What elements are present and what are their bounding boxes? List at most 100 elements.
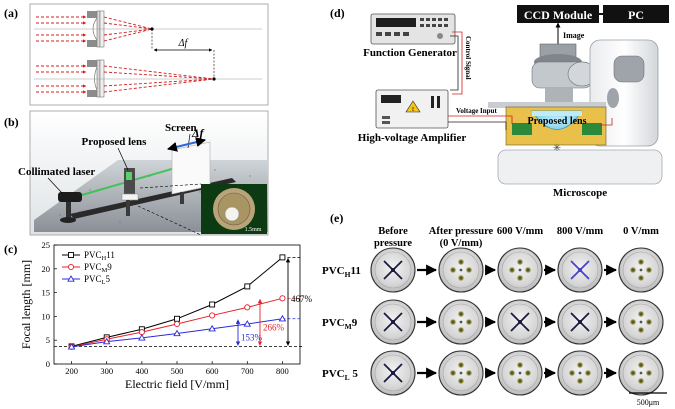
voltage-input-label: Voltage Input [456,107,497,115]
ccd-module-label: CCD Module [524,8,593,22]
focal-spot [449,369,457,377]
column-header: 600 V/mm [497,226,543,237]
data-point [174,315,180,322]
data-point [244,283,251,290]
focal-spot [465,318,473,326]
y-axis-label: Focal length [mm] [19,260,33,349]
data-point [209,312,216,319]
focal-spot [629,266,637,274]
delta-f-label-b: Δf [191,126,205,140]
focal-spot [449,266,457,274]
pc-box [603,5,669,23]
lens-label-b: Proposed lens [82,136,148,148]
focal-spot [629,369,637,377]
lens-bottom [87,59,105,98]
data-point [244,304,251,311]
screen-label: Screen [165,122,197,134]
data-point [279,254,286,261]
lens-inset: 1.5mm [201,184,267,234]
increase-label: 467% [291,294,313,304]
row-label: PVCM9 [322,317,358,331]
focal-spot [516,274,524,282]
column-header: 800 V/mm [557,226,603,237]
y-tick-label: 5 [46,335,50,345]
x-tick-label: 400 [135,366,148,376]
data-point [67,342,76,350]
legend-label: PVCM9 [84,262,112,274]
focal-spot [465,266,473,274]
microscope-body [488,39,659,147]
microscope-base [497,149,663,185]
inset-scale: 1.5mm [245,227,262,233]
x-tick-label: 800 [276,366,289,376]
data-point [102,337,111,345]
laser-label: Collimated laser [18,166,95,178]
focal-spot [457,274,465,282]
delta-f-label-a: Δf [178,38,189,49]
panel-a-frame [29,3,269,106]
focal-spot [516,361,524,369]
focal-spot [508,369,516,377]
legend-marker [67,263,75,271]
focal-spot [508,266,516,274]
data-point [209,301,216,308]
sample-lens-label: Proposed lens [528,116,587,127]
panel-d: (d) CCD Module PC Image Microscope [330,4,673,199]
voltage-input-wire [448,115,513,124]
rays-top [36,15,153,43]
focal-spot [457,326,465,334]
focal-spot [576,377,584,385]
focal-spot [516,258,524,266]
function-generator-label: Function Generator [363,47,457,59]
focal-spot [637,361,645,369]
x-tick-label: 700 [241,366,254,376]
light-source-icon: ✳ [553,143,561,154]
focal-spot [465,369,473,377]
sample-lens: Proposed lens ✳ [505,106,607,154]
data-point [243,320,252,327]
data-point [173,329,181,337]
focal-spot [645,318,653,326]
focal-spot [568,369,576,377]
ccd-module-box [517,5,599,23]
laser-module [58,192,82,223]
x-tick-label: 600 [206,366,219,376]
y-tick-label: 15 [42,288,51,298]
scale-bar-label: 500μm [637,398,660,407]
microscope-label: Microscope [553,187,607,199]
data-point [138,333,146,341]
focal-spot [637,310,645,318]
panel-b-label: (b) [4,115,19,129]
legend-label: PVCH11 [84,250,115,262]
panel-a-label: (a) [4,6,18,20]
legend-label: PVCL5 [84,274,111,286]
legend-marker [68,252,74,258]
legend-marker [67,275,75,282]
data-point [278,314,287,322]
column-header: 0 V/mm [623,226,659,237]
x-tick-label: 500 [171,366,184,376]
hv-amplifier-label: High-voltage Amplifier [358,132,467,144]
data-point [173,320,181,328]
focal-spot [629,318,637,326]
function-generator [370,13,456,45]
control-signal-wire [452,31,463,95]
control-signal-label: Control Signal [464,36,472,80]
y-tick-label: 10 [42,311,51,321]
focal-spot [637,258,645,266]
y-tick-label: 20 [42,264,51,274]
x-tick-label: 200 [65,366,78,376]
focal-spot [457,258,465,266]
focal-spot [637,326,645,334]
y-tick-label: 25 [42,240,51,250]
focal-spot [457,361,465,369]
focal-spot [516,377,524,385]
focal-spot [584,369,592,377]
x-axis-label: Electric field [V/mm] [125,377,229,391]
